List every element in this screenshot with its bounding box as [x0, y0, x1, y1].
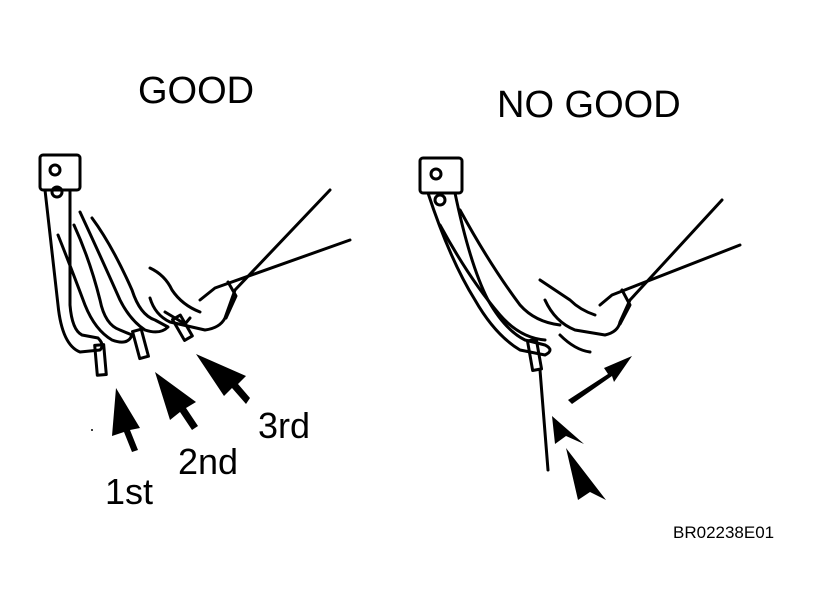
- spring-layers-2: [438, 208, 597, 342]
- step-label-1st: 1st: [105, 471, 154, 512]
- direction-arrow: [568, 356, 632, 404]
- good-heading: GOOD: [138, 70, 255, 112]
- tool: [148, 188, 352, 332]
- spring-layers: [56, 210, 202, 344]
- step-label-2nd: 2nd: [178, 441, 239, 482]
- good-illustration: [38, 153, 352, 452]
- step-label-3rd: 3rd: [258, 405, 311, 446]
- no-good-heading: NO GOOD: [497, 84, 681, 126]
- arrow-up-1: [552, 416, 584, 444]
- mounting-bracket-2: [418, 156, 552, 357]
- arrow-3rd: [196, 354, 250, 404]
- arrow-2nd: [155, 372, 198, 430]
- arrow-1st: [112, 388, 140, 452]
- no-good-illustration: [418, 156, 742, 500]
- pointer-arrows: [112, 354, 250, 452]
- figure-code: BR02238E01: [673, 523, 775, 542]
- pointer-arrows-2: [552, 356, 632, 500]
- bent-tabs: [93, 313, 194, 377]
- overbent-tab: [525, 337, 550, 472]
- arrow-up-2: [566, 448, 606, 500]
- tool-2: [543, 198, 742, 354]
